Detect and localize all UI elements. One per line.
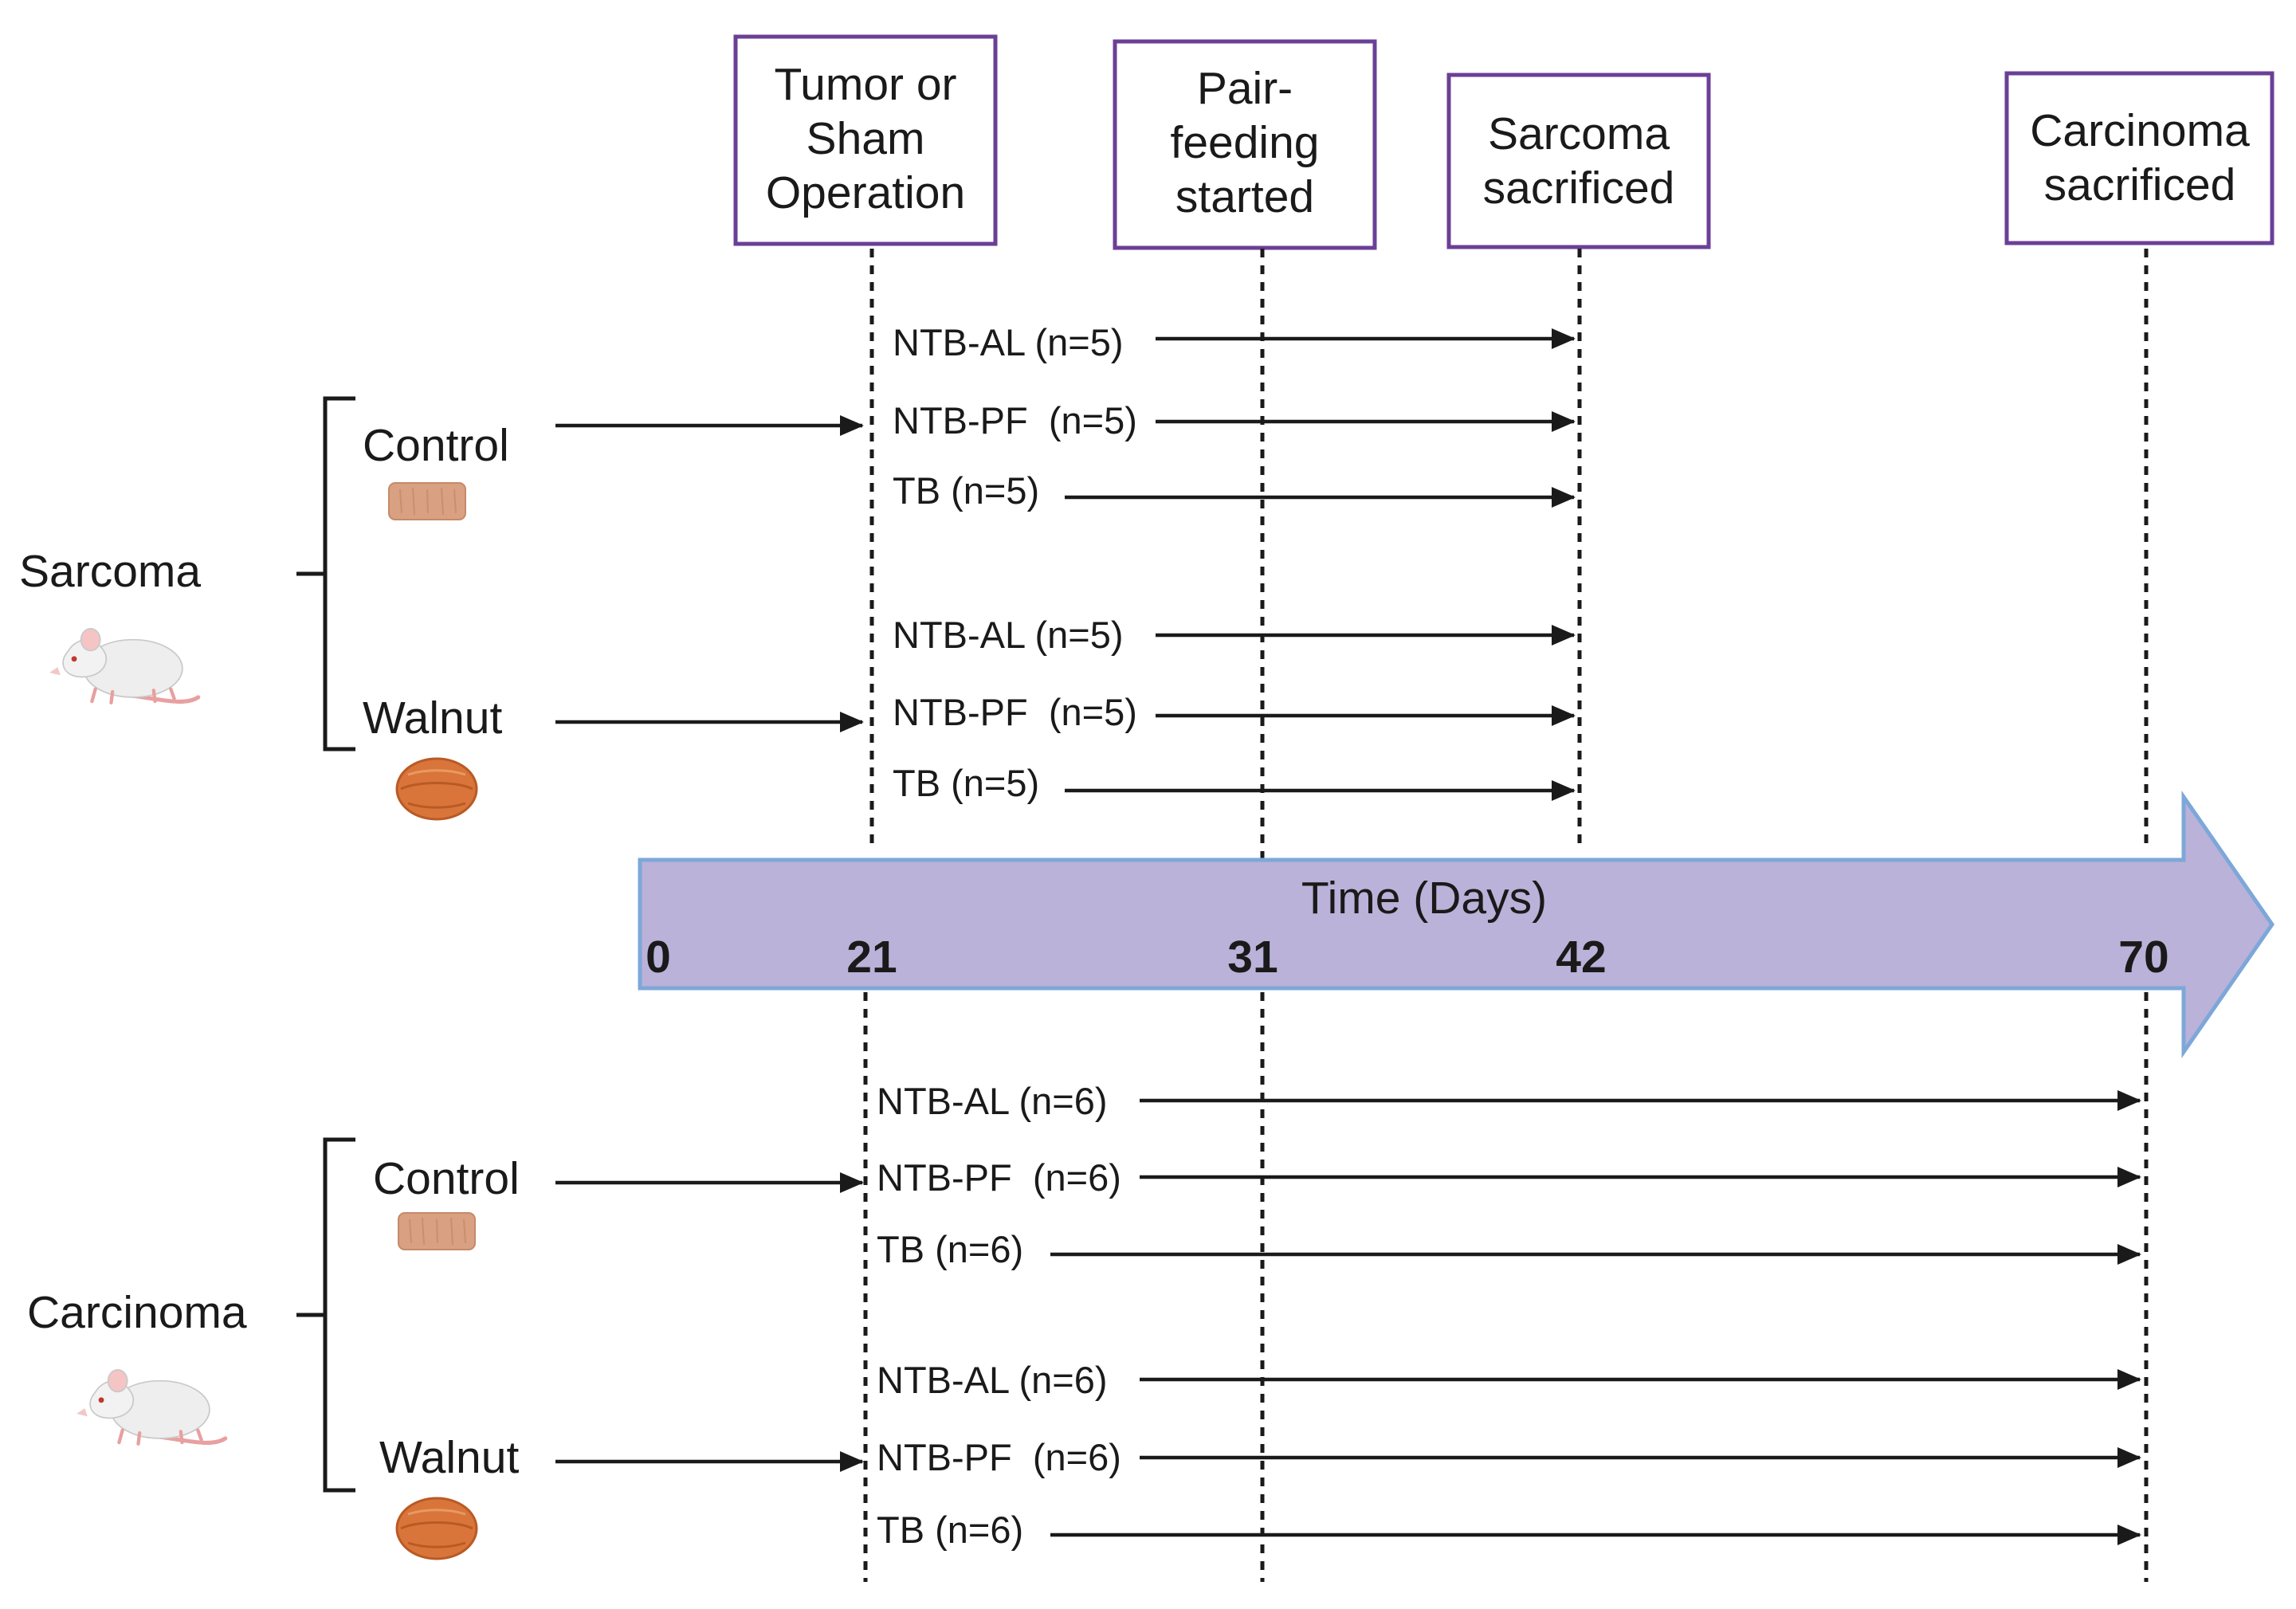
rat-icon	[49, 629, 198, 703]
group-bracket	[296, 1137, 355, 1493]
condition-label: NTB-PF (n=5)	[893, 399, 1137, 441]
condition-label: NTB-AL (n=5)	[893, 321, 1123, 363]
condition-label: NTB-PF (n=6)	[877, 1156, 1121, 1199]
event-box-sarcoma-sacrificed: Sarcoma sacrificed	[1446, 73, 1711, 249]
chow-pellet-icon	[398, 1212, 476, 1250]
condition-label: TB (n=6)	[877, 1509, 1023, 1551]
condition-label: NTB-PF (n=6)	[877, 1436, 1121, 1478]
event-label-line: Sham	[807, 113, 925, 164]
event-label-line: sacrificed	[2044, 159, 2236, 210]
condition-label: NTB-AL (n=5)	[893, 614, 1123, 656]
carcinoma-group: Carcinoma Control NTB-AL (n=6) NTB-PF (n…	[27, 1080, 2141, 1560]
diet-label-walnut: Walnut	[363, 693, 502, 744]
condition-label: TB (n=6)	[877, 1228, 1023, 1270]
event-label-line: feeding	[1170, 117, 1319, 168]
group-bracket	[296, 396, 355, 752]
walnut-icon	[395, 1497, 478, 1560]
event-label-line: started	[1175, 171, 1314, 222]
event-label-line: sacrificed	[1483, 163, 1675, 214]
condition-label: NTB-PF (n=5)	[893, 691, 1137, 733]
event-label-line: Tumor or	[774, 59, 956, 110]
condition-label: TB (n=5)	[893, 762, 1039, 804]
walnut-icon	[395, 757, 478, 821]
diet-label-control: Control	[373, 1153, 520, 1204]
group-label-carcinoma: Carcinoma	[27, 1287, 247, 1338]
condition-label: NTB-AL (n=6)	[877, 1080, 1107, 1122]
tick-label-0: 0	[646, 932, 671, 983]
event-label-line: Sarcoma	[1488, 108, 1670, 159]
condition-label: TB (n=5)	[893, 469, 1039, 512]
rat-icon	[77, 1370, 226, 1444]
event-label-line: Carcinoma	[2030, 105, 2250, 156]
event-box-tumor: Tumor or Sham Operation	[733, 34, 998, 246]
event-label-line: Pair-	[1197, 63, 1293, 114]
event-box-carcinoma-sacrificed: Carcinoma sacrificed	[2004, 71, 2274, 245]
diet-label-walnut: Walnut	[379, 1432, 519, 1483]
diet-label-control: Control	[363, 420, 509, 471]
time-axis-title: Time (Days)	[1301, 873, 1547, 924]
condition-label: NTB-AL (n=6)	[877, 1359, 1107, 1401]
group-label-sarcoma: Sarcoma	[19, 546, 201, 597]
time-arrow: Time (Days) 0 21 31 42 70	[638, 791, 2275, 1058]
chow-pellet-icon	[388, 482, 466, 520]
tick-label-21: 21	[846, 932, 897, 983]
sarcoma-group: Sarcoma Control NTB-AL (n=5) NTB-PF (n=5…	[19, 321, 1576, 821]
tick-label-31: 31	[1227, 932, 1278, 983]
event-label-line: Operation	[766, 167, 965, 218]
event-box-pairfeeding: Pair- feeding started	[1113, 39, 1377, 250]
tick-label-42: 42	[1556, 932, 1606, 983]
tick-label-70: 70	[2118, 932, 2168, 983]
